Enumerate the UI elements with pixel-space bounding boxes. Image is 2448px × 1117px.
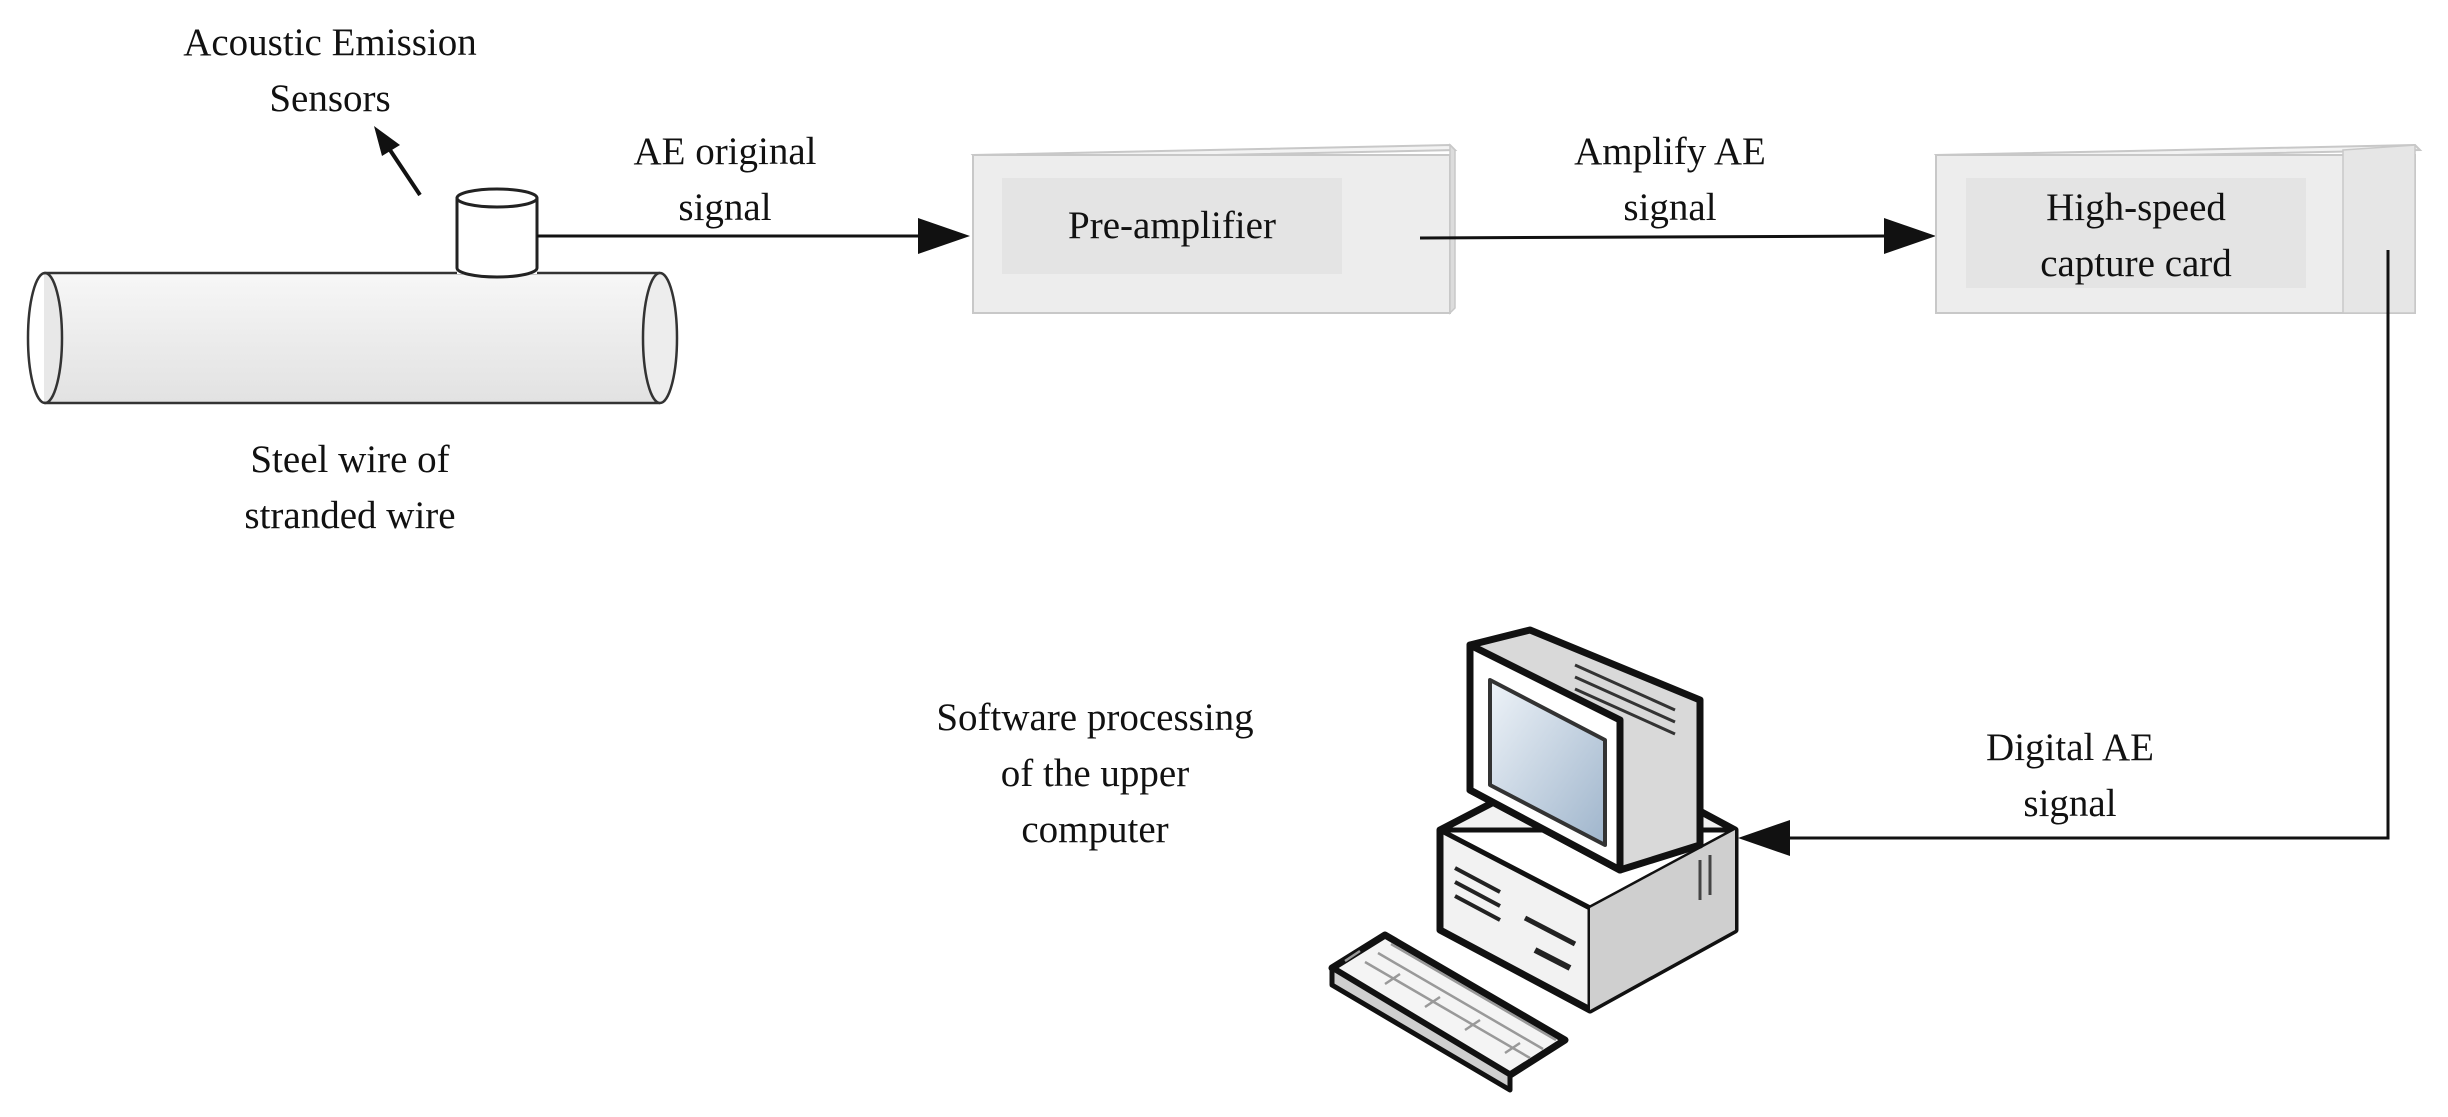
sensor-label: Acoustic Emission Sensors [150,15,510,127]
preamp-label-text: Pre-amplifier [1068,204,1276,247]
digital-signal-line2: signal [2023,782,2117,825]
wire-label-line1: Steel wire of [250,438,450,481]
capture-card-label: High-speed capture card [1966,180,2306,292]
arrow-amplified-signal [1419,218,1936,254]
wire-label-line2: stranded wire [244,494,456,537]
arrow-digital-signal [1738,250,2390,856]
preamp-label: Pre-amplifier [1002,198,1342,254]
digital-signal-line1: Digital AE [1986,726,2154,769]
wire-label: Steel wire of stranded wire [195,432,505,544]
computer-icon [1328,626,1739,1093]
computer-label-line3: computer [1021,808,1169,851]
computer-label-line2: of the upper [1000,752,1190,795]
digital-signal-label: Digital AE signal [1920,720,2220,832]
sensor-pointer-arrow [374,126,422,197]
arrow-original-signal [537,218,970,254]
computer-label: Software processing of the upper compute… [880,690,1310,858]
preamp-box [970,143,1458,315]
capture-card-box [1933,143,2423,314]
capture-card-line2: capture card [2040,242,2232,285]
arrow-amplified-signal-label: Amplify AE signal [1530,124,1810,236]
arrow-original-signal-line2: signal [678,186,772,229]
arrow-original-signal-label: AE original signal [590,124,860,236]
arrow-amplified-signal-line1: Amplify AE [1574,130,1766,173]
steel-wire-icon [0,270,679,406]
arrow-original-signal-line1: AE original [633,130,817,173]
sensor-label-line1: Acoustic Emission [183,21,477,64]
sensor-icon [455,187,539,279]
sensor-label-line2: Sensors [269,77,391,120]
capture-card-line1: High-speed [2046,186,2226,229]
arrow-amplified-signal-line2: signal [1623,186,1717,229]
computer-label-line1: Software processing [936,696,1254,739]
